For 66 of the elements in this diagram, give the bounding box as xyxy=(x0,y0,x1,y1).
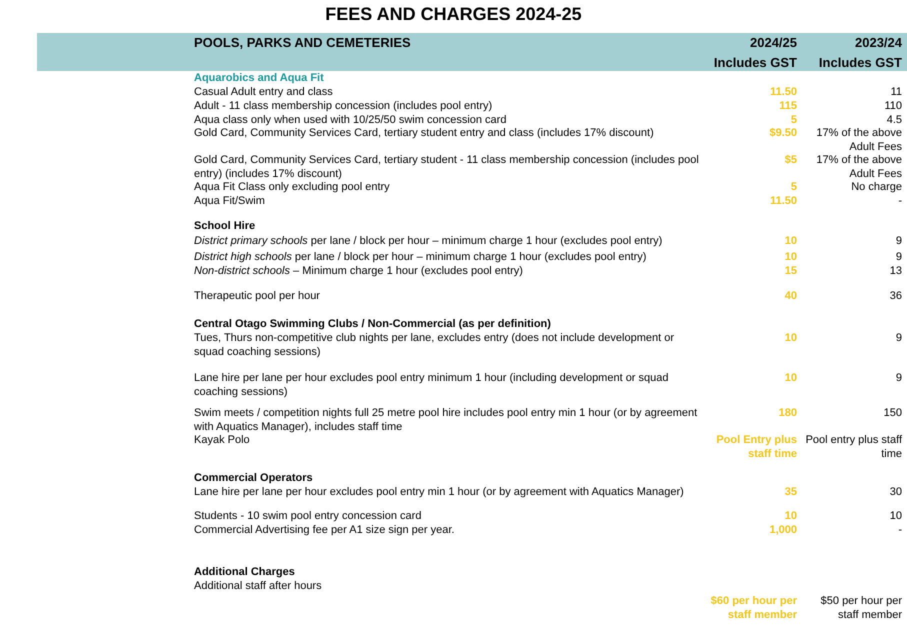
fee-description: Tues, Thurs non-competitive club nights per lane, excludes entry (does not include development or squad coaching sessions) xyxy=(194,331,675,359)
fee-amount: 17% of the above Adult Fees xyxy=(815,153,902,181)
fee-amount: 13 xyxy=(888,264,902,278)
fee-amount: 15 xyxy=(784,264,797,278)
fee-description: Casual Adult entry and class xyxy=(194,85,334,99)
fee-amount: 5 xyxy=(790,113,797,127)
section-heading: Additional Charges xyxy=(194,565,296,579)
section-heading: Central Otago Swimming Clubs / Non-Commercial (as per definition) xyxy=(194,317,552,331)
fee-amount: 9 xyxy=(894,234,902,248)
fee-amount: 11.50 xyxy=(769,85,797,99)
fee-amount: 9 xyxy=(894,331,902,345)
fee-amount: 9 xyxy=(894,371,902,385)
fee-amount: $50 per hour per staff member xyxy=(820,594,902,622)
fee-amount: 10 xyxy=(784,234,797,248)
fee-amount: 35 xyxy=(784,485,797,499)
fee-amount: 36 xyxy=(888,289,902,303)
fee-amount: 5 xyxy=(790,180,797,194)
fee-description: Aqua Fit/Swim xyxy=(194,194,266,208)
fee-description: Gold Card, Community Services Card, tertiary student - 11 class membership concession (includes pool entry) (includes 17% discount) xyxy=(194,153,700,181)
fee-description: Lane hire per lane per hour excludes pool entry minimum 1 hour (including development or squad coaching sessions) xyxy=(194,371,670,399)
fee-amount: 10 xyxy=(888,509,902,523)
fee-amount: 10 xyxy=(784,331,797,345)
fee-description: Gold Card, Community Services Card, tertiary student entry and class (includes 17% discount) xyxy=(194,126,655,140)
fee-description: Adult - 11 class membership concession (includes pool entry) xyxy=(194,99,494,113)
fee-amount: $5 xyxy=(784,153,797,167)
fee-amount: 110 xyxy=(883,99,902,113)
fee-amount: $9.50 xyxy=(768,126,797,140)
column-heading: 2023/24 Includes GST xyxy=(818,34,902,72)
column-heading: 2024/25 Includes GST xyxy=(712,34,797,72)
fee-description: District high schools per lane / block per hour – minimum charge 1 hour (excludes pool entry) xyxy=(194,250,648,264)
fee-amount: 180 xyxy=(778,406,797,420)
fee-amount: 150 xyxy=(882,406,902,420)
fee-amount: 10 xyxy=(784,509,797,523)
fee-description: Non-district schools – Minimum charge 1 hour (excludes pool entry) xyxy=(194,264,524,278)
fee-description: Therapeutic pool per hour xyxy=(194,289,321,303)
fee-description: Kayak Polo xyxy=(194,433,251,447)
fee-description: Students - 10 swim pool entry concession card xyxy=(194,509,422,523)
fee-amount: - xyxy=(897,194,902,208)
fee-amount: 115 xyxy=(778,99,797,113)
fee-amount: 11.50 xyxy=(769,194,797,208)
fee-amount: 9 xyxy=(894,250,902,264)
fee-description: Aqua Fit Class only excluding pool entry xyxy=(194,180,391,194)
fee-amount: Pool entry plus staff time xyxy=(804,433,902,461)
fee-amount: 17% of the above Adult Fees xyxy=(815,126,902,154)
fee-amount: 30 xyxy=(888,485,902,499)
fee-description: Aqua class only when used with 10/25/50 swim concession card xyxy=(194,113,508,127)
fee-description: Additional staff after hours xyxy=(194,579,323,593)
fee-amount: 40 xyxy=(784,289,797,303)
fee-description: Lane hire per lane per hour excludes pool entry min 1 hour (or by agreement with Aquatics Manager) xyxy=(194,485,685,499)
fee-amount: 1,000 xyxy=(768,523,797,537)
section-heading: School Hire xyxy=(194,219,256,233)
fee-amount: 4.5 xyxy=(886,113,902,127)
fee-description: Commercial Advertising fee per A1 size sign per year. xyxy=(194,523,456,537)
fee-description: Swim meets / competition nights full 25 metre pool hire includes pool entry min 1 hour (or by agreement with Aquatics Manager), includes staff time xyxy=(194,406,698,434)
fee-description: District primary schools per lane / block per hour – minimum charge 1 hour (excludes pool entry) xyxy=(194,234,664,248)
page-title: FEES AND CHARGES 2024-25 xyxy=(324,4,583,25)
fee-amount: - xyxy=(897,523,902,537)
fee-amount: 10 xyxy=(784,250,797,264)
fee-amount: 10 xyxy=(784,371,797,385)
fee-amount: Pool Entry plus staff time xyxy=(715,433,797,461)
fee-amount: $60 per hour per staff member xyxy=(710,594,797,622)
section-heading: Aquarobics and Aqua Fit xyxy=(194,71,325,85)
column-heading: POOLS, PARKS AND CEMETERIES xyxy=(194,34,412,52)
section-heading: Commercial Operators xyxy=(194,471,314,485)
fee-amount: No charge xyxy=(850,180,902,194)
fee-amount: 11 xyxy=(890,85,902,99)
